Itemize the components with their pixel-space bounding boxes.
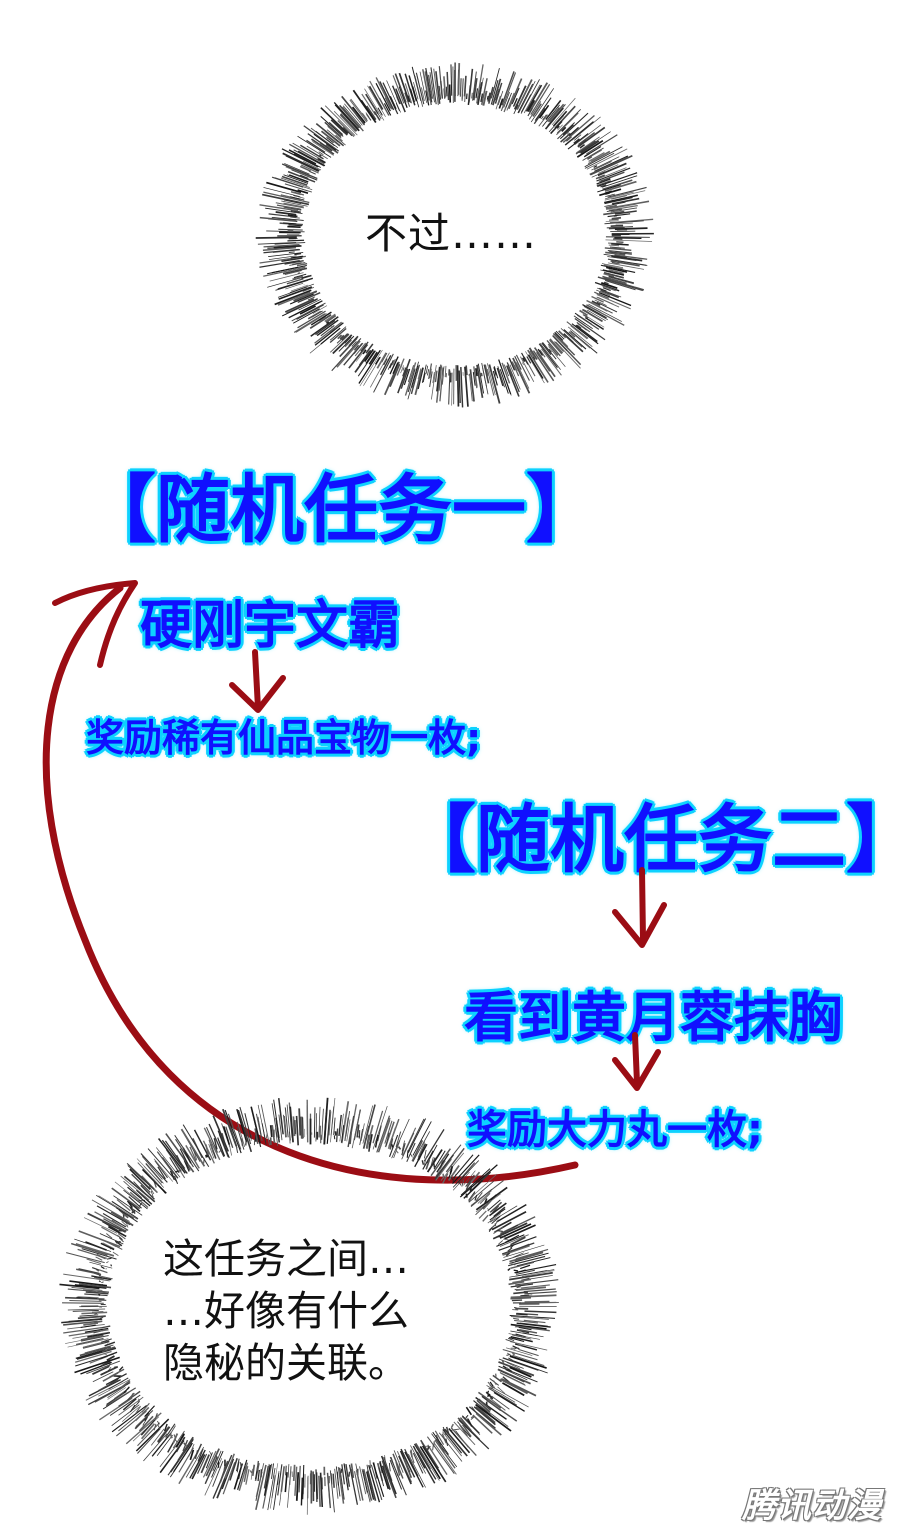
down-arrow-icon-3 <box>612 1032 661 1091</box>
quest-one-title: 【随机任务一】 <box>82 467 600 553</box>
quest-two-target: 看到黄月蓉抹胸 <box>464 986 842 1049</box>
quest-one-reward: 奖励稀有仙品宝物一枚; <box>86 716 482 760</box>
curved-arrow-icon <box>42 584 579 1184</box>
quest-two-title: 【随机任务二】 <box>402 797 900 883</box>
quest-one-target: 硬刚宇文霸 <box>140 596 401 656</box>
down-arrow-icon-2 <box>612 867 667 948</box>
bubble-bottom-line-1: 这任务之间… <box>163 1235 409 1283</box>
quest-two-reward: 奖励大力丸一枚; <box>467 1107 763 1153</box>
bubble-bottom-text: 这任务之间… …好像有什么 隐秘的关联。 <box>163 1233 409 1389</box>
curved-arrow-head-icon <box>52 580 138 668</box>
bubble-bottom-line-2: …好像有什么 <box>163 1287 409 1335</box>
tencent-comics-watermark: 腾讯动漫 <box>742 1486 882 1526</box>
bubble-top-text: 不过…… <box>365 209 538 258</box>
bubble-bottom-line-3: 隐秘的关联。 <box>163 1339 409 1387</box>
down-arrow-icon-1 <box>229 649 286 713</box>
